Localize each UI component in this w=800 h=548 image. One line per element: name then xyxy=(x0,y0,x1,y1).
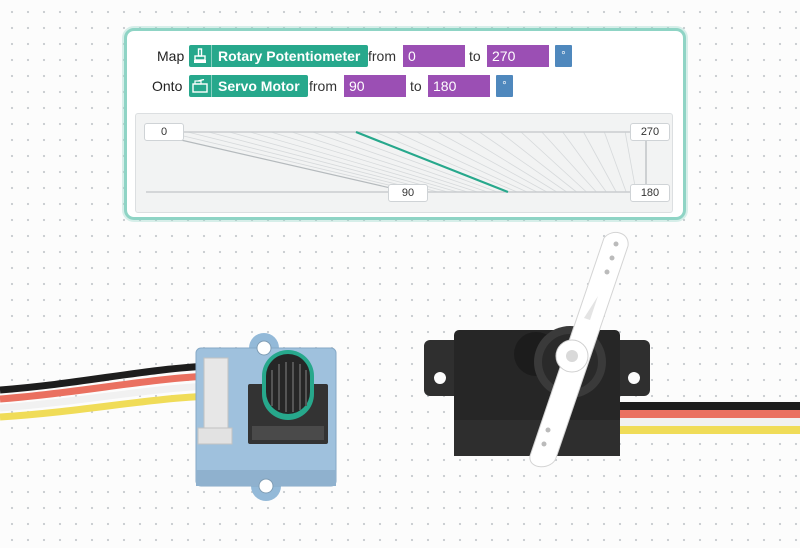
target-from-input[interactable]: 90 xyxy=(344,75,406,97)
mapping-guide-line xyxy=(291,131,478,193)
servo-cable[interactable] xyxy=(620,402,800,434)
servo-icon xyxy=(189,75,212,97)
mapping-guide-line xyxy=(624,131,637,193)
mapping-guide-line xyxy=(187,131,428,193)
source-from-input[interactable]: 0 xyxy=(403,45,465,67)
map-label: Map xyxy=(157,48,185,64)
mapping-guide-line xyxy=(208,131,438,193)
mapping-guide-line xyxy=(166,131,419,193)
mapping-guide-line xyxy=(583,131,617,193)
mapping-guide-line xyxy=(603,131,627,193)
mapping-guide-line xyxy=(520,131,587,193)
input-max-handle[interactable]: 270 xyxy=(630,123,670,141)
mapping-guide-line xyxy=(270,131,468,193)
input-min-handle[interactable]: 0 xyxy=(144,123,184,141)
mapping-guide-line xyxy=(375,131,518,193)
mapping-guide-line xyxy=(416,131,538,193)
target-from-label: from xyxy=(309,78,337,94)
servo-motor[interactable] xyxy=(424,231,650,468)
knob-ridges xyxy=(271,362,307,412)
target-component-chip[interactable]: Servo Motor xyxy=(189,75,308,97)
mapping-lines xyxy=(145,130,647,194)
rotary-potentiometer-module[interactable] xyxy=(195,333,337,501)
mapping-guide-line xyxy=(562,131,607,193)
target-component-name: Servo Motor xyxy=(218,78,300,94)
source-component-chip[interactable]: Rotary Potentiometer xyxy=(189,45,369,67)
output-max-handle[interactable]: 180 xyxy=(630,184,670,202)
current-value-line xyxy=(355,130,509,194)
potentiometer-icon xyxy=(189,45,212,67)
potentiometer-cable[interactable] xyxy=(0,362,213,421)
output-min-handle[interactable]: 90 xyxy=(388,184,428,202)
source-to-input[interactable]: 270 xyxy=(487,45,549,67)
mapping-guide-line xyxy=(499,131,577,193)
mapping-guide-line xyxy=(395,131,528,193)
onto-row: Onto Servo Motor from 90 to 180 ° xyxy=(127,75,683,97)
target-unit-button[interactable]: ° xyxy=(496,75,513,97)
mapping-guide-line xyxy=(458,131,557,193)
mapping-guide-line xyxy=(479,131,567,193)
target-to-label: to xyxy=(410,78,422,94)
mapping-guide-line xyxy=(229,131,448,193)
min-mapping-line xyxy=(145,131,409,193)
mapping-guide-line xyxy=(312,131,488,193)
mapping-guide-line xyxy=(250,131,458,193)
target-to-input[interactable]: 180 xyxy=(428,75,490,97)
mapping-guide-line xyxy=(437,131,548,193)
source-unit-button[interactable]: ° xyxy=(555,45,572,67)
mapping-guide-line xyxy=(541,131,597,193)
source-to-label: to xyxy=(469,48,481,64)
range-mapping-graph: 0 270 90 180 xyxy=(135,113,673,213)
mapping-panel: Map Rotary Potentiometer from 0 to 270 °… xyxy=(124,28,686,220)
source-component-name: Rotary Potentiometer xyxy=(218,48,361,64)
onto-label: Onto xyxy=(152,78,183,94)
mapping-guide-line xyxy=(333,131,498,193)
mapping-fan-lines xyxy=(166,131,637,193)
servo-horn[interactable] xyxy=(529,231,629,468)
source-from-label: from xyxy=(368,48,396,64)
map-row: Map Rotary Potentiometer from 0 to 270 ° xyxy=(127,45,683,67)
